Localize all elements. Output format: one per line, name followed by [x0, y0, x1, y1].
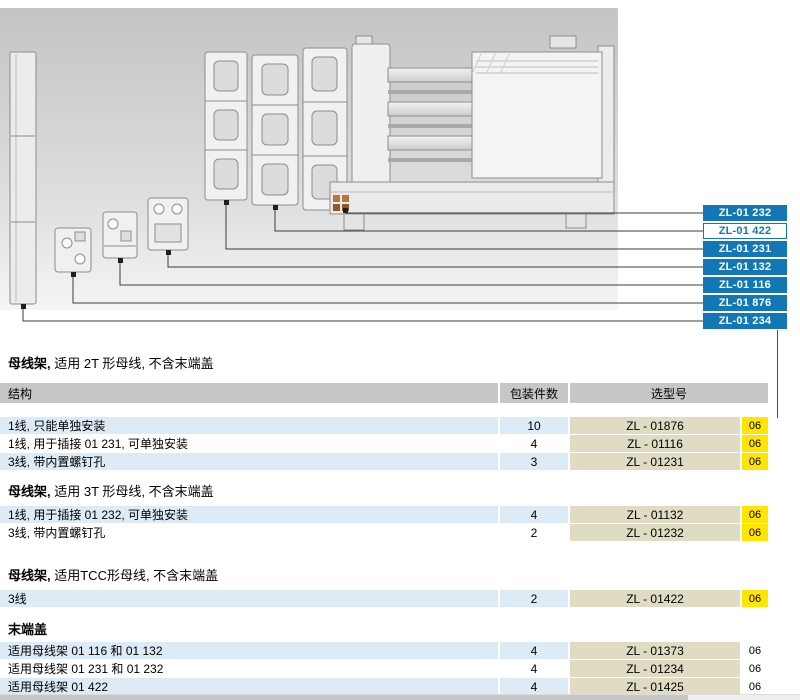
packaging-qty-cell: 4: [500, 435, 568, 452]
structure-cell: 1线, 用于插接 01 232, 可单独安装: [0, 506, 498, 523]
header-packaging-qty: 包装件数: [500, 383, 568, 403]
packaging-qty-cell: 2: [500, 590, 568, 607]
page-ref-badge: 06: [742, 524, 768, 541]
header-structure: 结构: [0, 383, 498, 403]
support-232-illustration: [302, 47, 348, 211]
packaging-qty-cell: 2: [500, 524, 568, 541]
model-no-cell: ZL - 01425: [570, 678, 740, 695]
section-title-bold: 末端盖: [8, 622, 48, 637]
callout-label: ZL-01 116: [703, 277, 787, 293]
section-title-bold: 母线架,: [8, 484, 51, 499]
table-header: 结构 包装件数 选型号: [0, 383, 768, 403]
structure-cell: 3线, 带内置螺钉孔: [0, 453, 498, 470]
structure-cell: 1线, 用于插接 01 231, 可单独安装: [0, 435, 498, 452]
horizontal-scrollbar[interactable]: [0, 694, 800, 700]
leader-lines: [22, 204, 703, 322]
page-ref-badge: 06: [742, 435, 768, 452]
model-no-cell: ZL - 01373: [570, 642, 740, 659]
model-no-cell: ZL - 01232: [570, 524, 740, 541]
structure-cell: 1线, 只能单独安装: [0, 417, 498, 434]
model-no-cell: ZL - 01234: [570, 660, 740, 677]
section-title-rest: 适用 2T 形母线, 不含末端盖: [50, 356, 214, 371]
structure-cell: 适用母线架 01 231 和 01 232: [0, 660, 498, 677]
callout-connector-line: [777, 330, 778, 418]
page-ref-badge: 06: [742, 453, 768, 470]
product-exploded-view: [0, 8, 703, 322]
section-title: 母线架, 适用TCC形母线, 不含末端盖: [0, 568, 768, 584]
support-132-illustration: [147, 197, 189, 251]
horizontal-scrollbar-thumb[interactable]: [0, 695, 688, 700]
model-no-cell: ZL - 01231: [570, 453, 740, 470]
model-no-cell: ZL - 01132: [570, 506, 740, 523]
callout-label: ZL-01 422: [703, 223, 787, 239]
section-title-rest: 适用 3T 形母线, 不含末端盖: [50, 484, 214, 499]
callout-label: ZL-01 232: [703, 205, 787, 221]
section-title-bold: 母线架,: [8, 356, 51, 371]
structure-cell: 适用母线架 01 116 和 01 132: [0, 642, 498, 659]
end-cover-illustration: [9, 51, 37, 305]
packaging-qty-cell: 4: [500, 642, 568, 659]
callout-label: ZL-01 132: [703, 259, 787, 275]
packaging-qty-cell: 4: [500, 678, 568, 695]
page-ref-badge: 06: [742, 590, 768, 607]
callout-label: ZL-01 876: [703, 295, 787, 311]
structure-cell: 3线: [0, 590, 498, 607]
structure-cell: 适用母线架 01 422: [0, 678, 498, 695]
model-no-cell: ZL - 01422: [570, 590, 740, 607]
packaging-qty-cell: 4: [500, 506, 568, 523]
leader-markers: [21, 200, 348, 309]
structure-cell: 3线, 带内置螺钉孔: [0, 524, 498, 541]
section-title: 母线架, 适用 3T 形母线, 不含末端盖: [0, 484, 768, 500]
callout-label: ZL-01 231: [703, 241, 787, 257]
packaging-qty-cell: 10: [500, 417, 568, 434]
page-ref-badge: 06: [742, 506, 768, 523]
busbar-assembly-illustration: [329, 35, 615, 231]
section-title-rest: 适用TCC形母线, 不含末端盖: [50, 568, 219, 583]
page-ref-badge: 06: [742, 642, 768, 659]
section-title: 母线架, 适用 2T 形母线, 不含末端盖: [0, 356, 768, 372]
packaging-qty-cell: 3: [500, 453, 568, 470]
support-231-illustration: [204, 51, 248, 201]
section-title: 末端盖: [0, 622, 768, 638]
support-422-illustration: [251, 54, 299, 206]
table-section: 母线架, 适用 3T 形母线, 不含末端盖 1线, 用于插接 01 232, 可单…: [0, 484, 768, 542]
section-title-bold: 母线架,: [8, 568, 51, 583]
page-ref-badge: 06: [742, 660, 768, 677]
header-model-no: 选型号: [570, 383, 768, 403]
callout-label: ZL-01 234: [703, 313, 787, 329]
model-no-cell: ZL - 01116: [570, 435, 740, 452]
page-ref-badge: 06: [742, 417, 768, 434]
support-116-illustration: [102, 211, 138, 259]
model-no-cell: ZL - 01876: [570, 417, 740, 434]
support-876-illustration: [54, 227, 92, 273]
packaging-qty-cell: 4: [500, 660, 568, 677]
page-ref-badge: 06: [742, 678, 768, 695]
